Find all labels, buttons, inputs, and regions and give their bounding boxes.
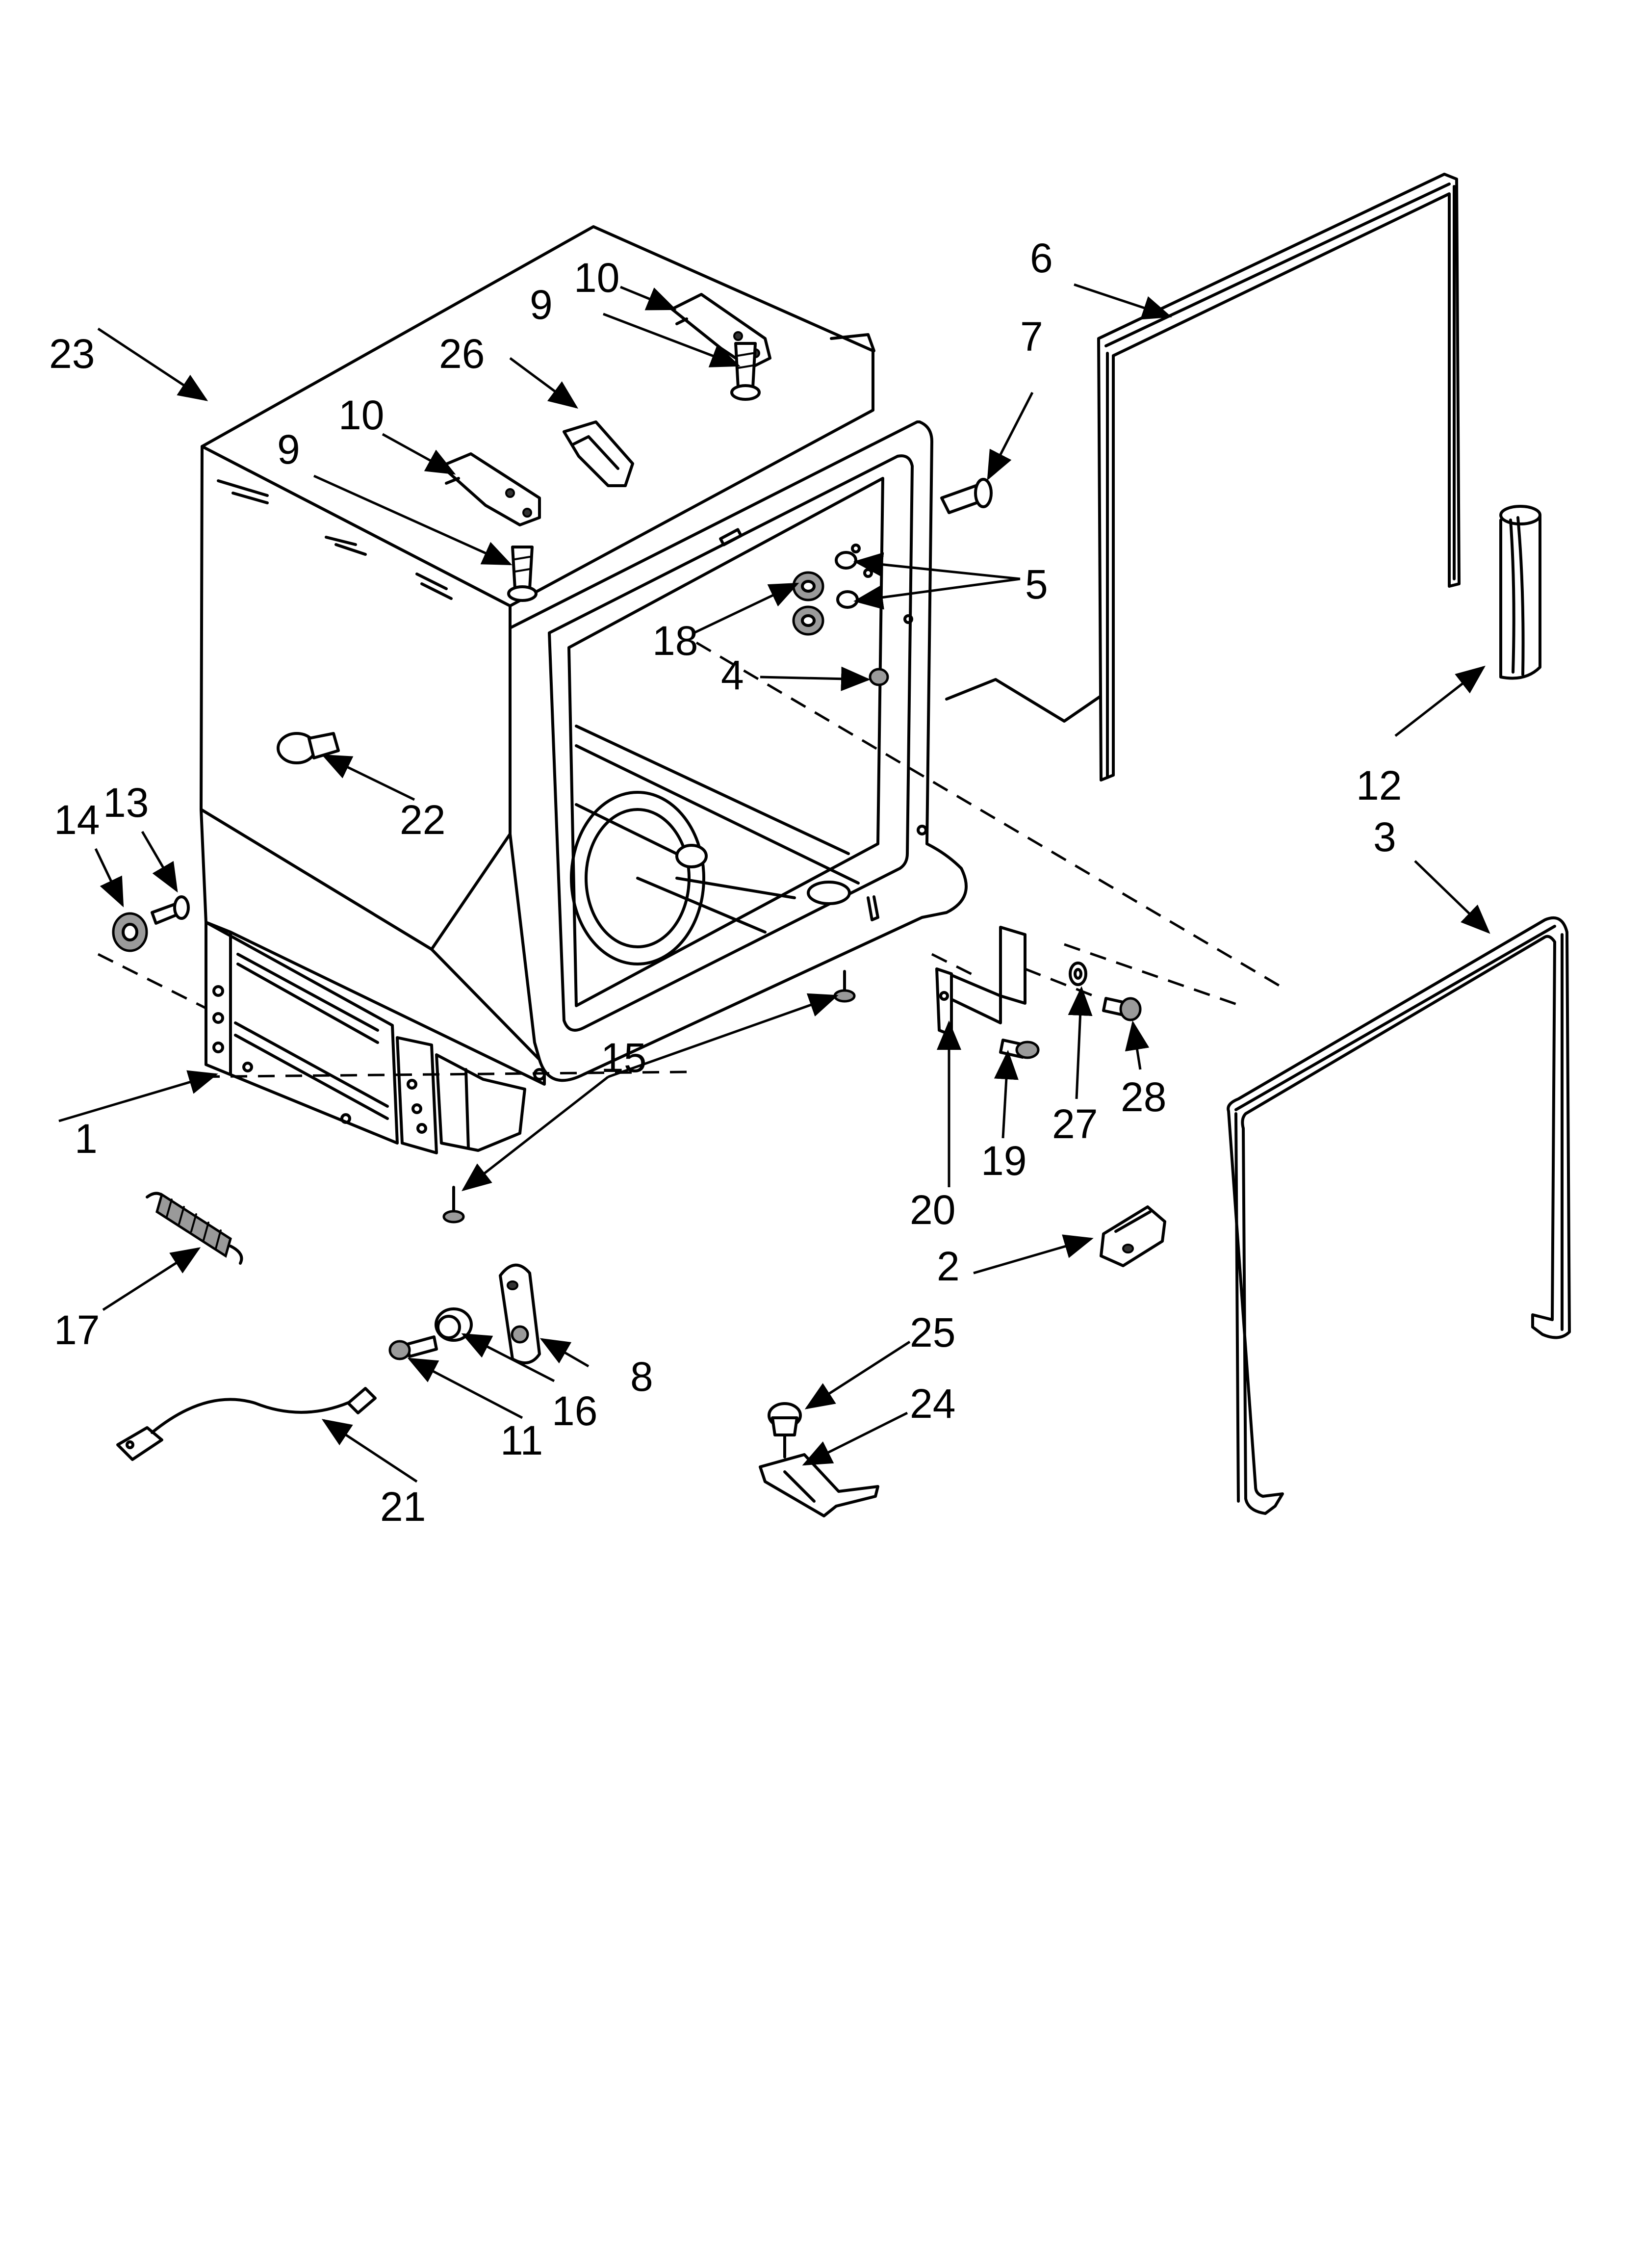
hinge-bracket-10-left xyxy=(440,452,541,526)
washer-5 xyxy=(835,551,859,609)
callout-2: 2 xyxy=(937,1243,960,1289)
callout-6: 6 xyxy=(1030,235,1053,281)
callout-26: 26 xyxy=(439,331,485,377)
callout-5: 5 xyxy=(1025,561,1048,607)
leader-lines xyxy=(58,283,1490,1483)
base-frame xyxy=(205,921,526,1154)
callout-11: 11 xyxy=(500,1417,543,1463)
callout-1: 1 xyxy=(75,1116,98,1162)
callout-23: 23 xyxy=(49,331,95,377)
leg-15-top xyxy=(833,970,856,1003)
gasket-6 xyxy=(1097,173,1461,782)
callout-3: 3 xyxy=(1373,814,1396,860)
cable-21 xyxy=(116,1387,377,1461)
bracket-24 xyxy=(759,1453,879,1517)
callout-14: 14 xyxy=(54,797,100,843)
callout-18: 18 xyxy=(652,618,698,664)
screw-13 xyxy=(151,895,190,925)
callout-15: 15 xyxy=(601,1035,646,1081)
bumper-4 xyxy=(869,668,889,686)
callout-22: 22 xyxy=(400,797,445,843)
callout-9-left: 9 xyxy=(277,426,300,472)
tub-assembly xyxy=(200,225,968,1086)
plug-22 xyxy=(277,732,340,764)
callout-10-top: 10 xyxy=(574,255,619,301)
callout-27: 27 xyxy=(1052,1101,1098,1147)
latch-2 xyxy=(1100,1205,1166,1267)
callout-12: 12 xyxy=(1356,762,1402,808)
wheel-14 xyxy=(112,912,148,952)
callout-7: 7 xyxy=(1020,313,1043,360)
callout-8: 8 xyxy=(630,1354,653,1400)
callout-16: 16 xyxy=(552,1388,597,1434)
spring-17 xyxy=(146,1192,243,1265)
seal-12 xyxy=(1499,505,1541,680)
callout-20: 20 xyxy=(910,1187,955,1233)
callout-24: 24 xyxy=(910,1381,955,1427)
switch-25 xyxy=(768,1402,802,1459)
callout-4: 4 xyxy=(721,652,744,698)
screw-7 xyxy=(940,478,993,514)
callout-13: 13 xyxy=(103,780,149,826)
link-8 xyxy=(499,1263,541,1364)
clip-26 xyxy=(563,420,634,487)
callout-28: 28 xyxy=(1121,1074,1166,1120)
leg-15-bottom xyxy=(442,1186,465,1224)
screw-28 xyxy=(1102,997,1142,1021)
bracket-20 xyxy=(935,926,1026,1037)
screw-11 xyxy=(388,1335,438,1360)
callout-25: 25 xyxy=(910,1309,955,1356)
washer-27 xyxy=(1069,962,1087,986)
screw-9-left xyxy=(507,546,538,602)
gasket-3 xyxy=(1227,916,1571,1515)
screw-9-top xyxy=(730,342,761,401)
callout-10-left: 10 xyxy=(338,392,384,438)
assembly-lines xyxy=(97,641,1281,1078)
callout-21: 21 xyxy=(380,1484,426,1530)
pulley-16 xyxy=(435,1307,473,1342)
callout-17: 17 xyxy=(54,1307,100,1353)
callout-9-top: 9 xyxy=(530,282,553,328)
screw-19 xyxy=(999,1039,1040,1059)
callout-19: 19 xyxy=(981,1138,1026,1184)
